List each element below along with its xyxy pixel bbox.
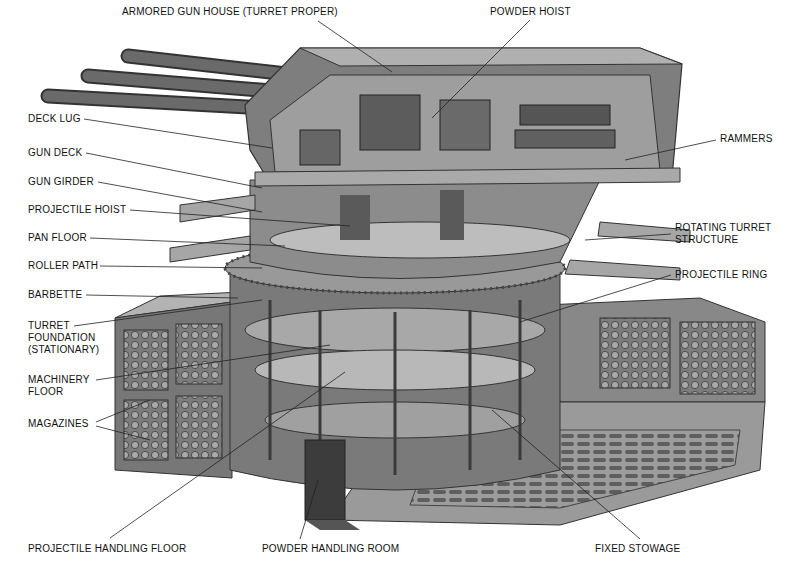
part-label: TURRET FOUNDATION (STATIONARY)	[28, 320, 116, 356]
part-label: GUN DECK	[28, 147, 82, 159]
part-label: POWDER HOIST	[490, 6, 571, 18]
part-label: MACHINERY FLOOR	[28, 374, 103, 398]
part-label: PAN FLOOR	[28, 232, 87, 244]
part-label: ARMORED GUN HOUSE (TURRET PROPER)	[122, 6, 338, 18]
part-label: PROJECTILE HANDLING FLOOR	[28, 543, 186, 555]
part-label: PROJECTILE HOIST	[28, 204, 126, 216]
part-label: DECK LUG	[28, 113, 81, 125]
part-label: FIXED STOWAGE	[595, 543, 680, 555]
leader-lines	[74, 20, 716, 539]
part-label: RAMMERS	[720, 133, 773, 145]
part-label: GUN GIRDER	[28, 176, 94, 188]
part-label: MAGAZINES	[28, 418, 89, 430]
part-label: PROJECTILE RING	[675, 269, 767, 281]
part-label: BARBETTE	[28, 289, 82, 301]
part-label: ROLLER PATH	[28, 260, 98, 272]
part-label: POWDER HANDLING ROOM	[262, 543, 399, 555]
part-label: ROTATING TURRET STRUCTURE	[675, 222, 785, 246]
